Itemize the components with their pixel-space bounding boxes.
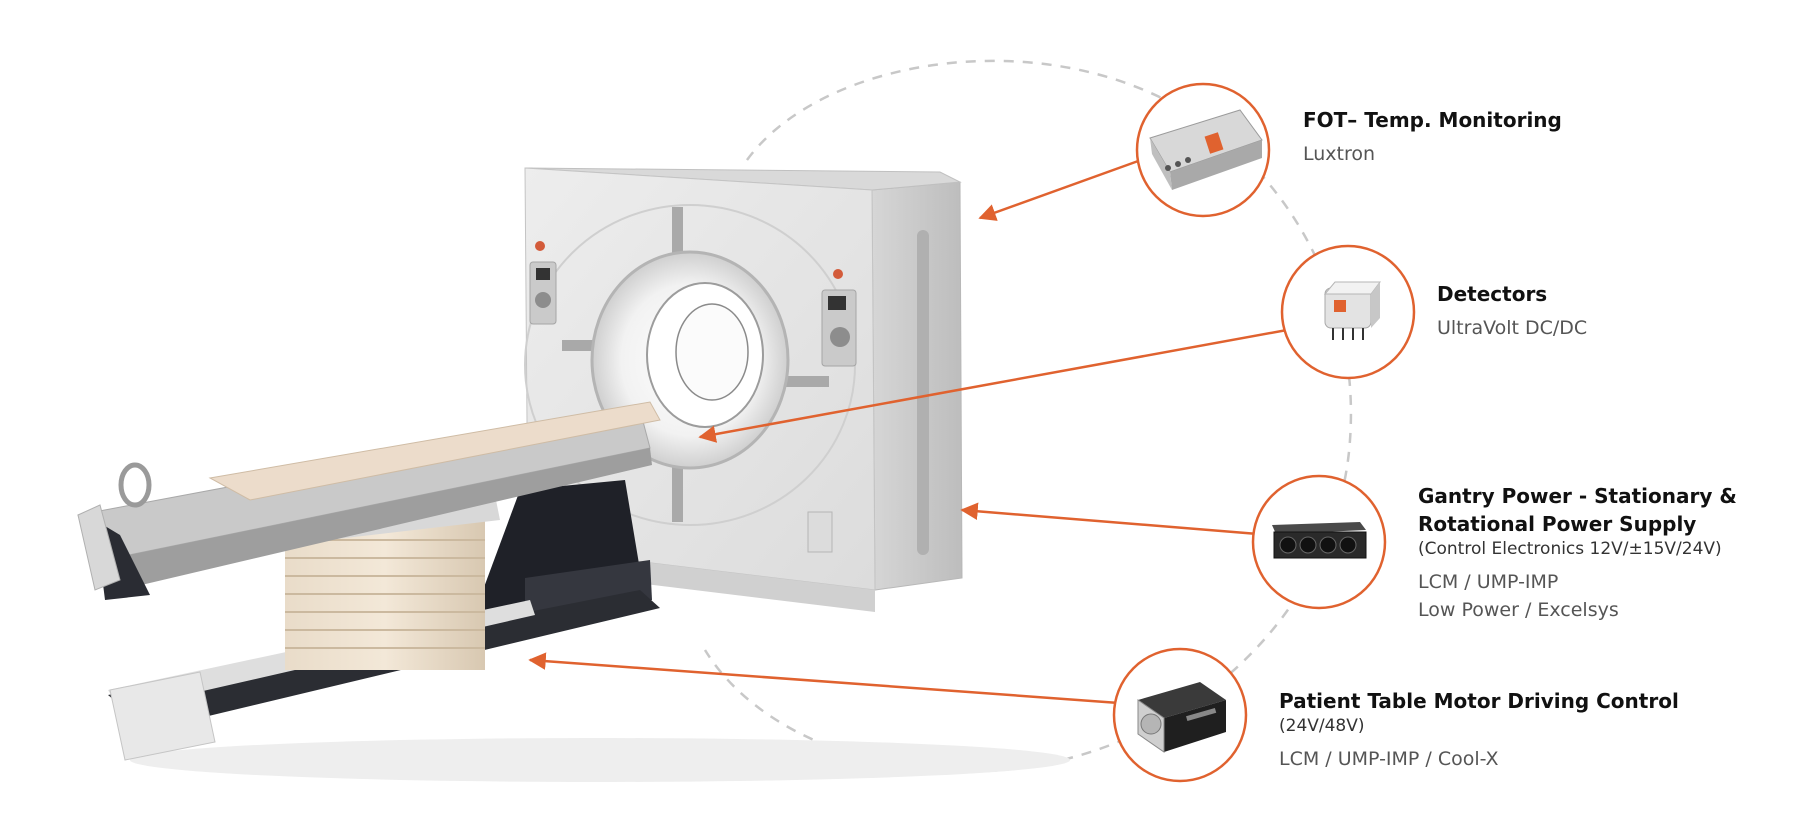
ct-scanner-illustration xyxy=(77,167,1070,782)
callout-title: FOT– Temp. Monitoring xyxy=(1303,108,1562,132)
rack-power-supply-icon xyxy=(1272,522,1367,559)
callout-product-2: Low Power / Excelsys xyxy=(1418,599,1619,621)
callout-title: Detectors xyxy=(1437,282,1548,306)
callout-circle-fot-temp-monitoring xyxy=(1135,82,1271,218)
callout-subtitle: (Control Electronics 12V/±15V/24V) xyxy=(1418,539,1722,559)
arrow-gantry-power xyxy=(960,502,1259,536)
callout-title-line-1: Gantry Power - Stationary & xyxy=(1418,484,1737,508)
callout-patient-table-motor: Patient Table Motor Driving Control (24V… xyxy=(1279,687,1679,773)
temperature-monitor-module-icon xyxy=(1149,109,1263,190)
arrow-patient-table-motor xyxy=(528,652,1120,705)
power-supply-unit-icon xyxy=(1137,682,1226,753)
callout-detectors: Detectors UltraVolt DC/DC xyxy=(1437,280,1587,342)
callout-circle-gantry-power xyxy=(1251,474,1387,610)
callout-title-line-2: Rotational Power Supply xyxy=(1418,512,1697,536)
arrow-detectors xyxy=(698,328,1288,443)
callout-fot-temp-monitoring: FOT– Temp. Monitoring Luxtron xyxy=(1303,106,1562,168)
callout-circle-detectors xyxy=(1280,244,1416,380)
arrow-fot-temp-monitoring xyxy=(978,158,1142,221)
callout-product: UltraVolt DC/DC xyxy=(1437,317,1588,339)
callout-subtitle: (24V/48V) xyxy=(1279,716,1365,736)
callout-circle-patient-table-motor xyxy=(1112,647,1248,783)
callout-gantry-power: Gantry Power - Stationary & Rotational P… xyxy=(1418,482,1737,624)
callout-product: Luxtron xyxy=(1303,143,1376,165)
callout-product: LCM / UMP-IMP / Cool-X xyxy=(1279,748,1499,770)
callout-product-1: LCM / UMP-IMP xyxy=(1418,571,1559,593)
callout-arrows xyxy=(528,158,1288,705)
callout-title: Patient Table Motor Driving Control xyxy=(1279,689,1679,713)
dc-dc-converter-module-icon xyxy=(1323,281,1381,340)
